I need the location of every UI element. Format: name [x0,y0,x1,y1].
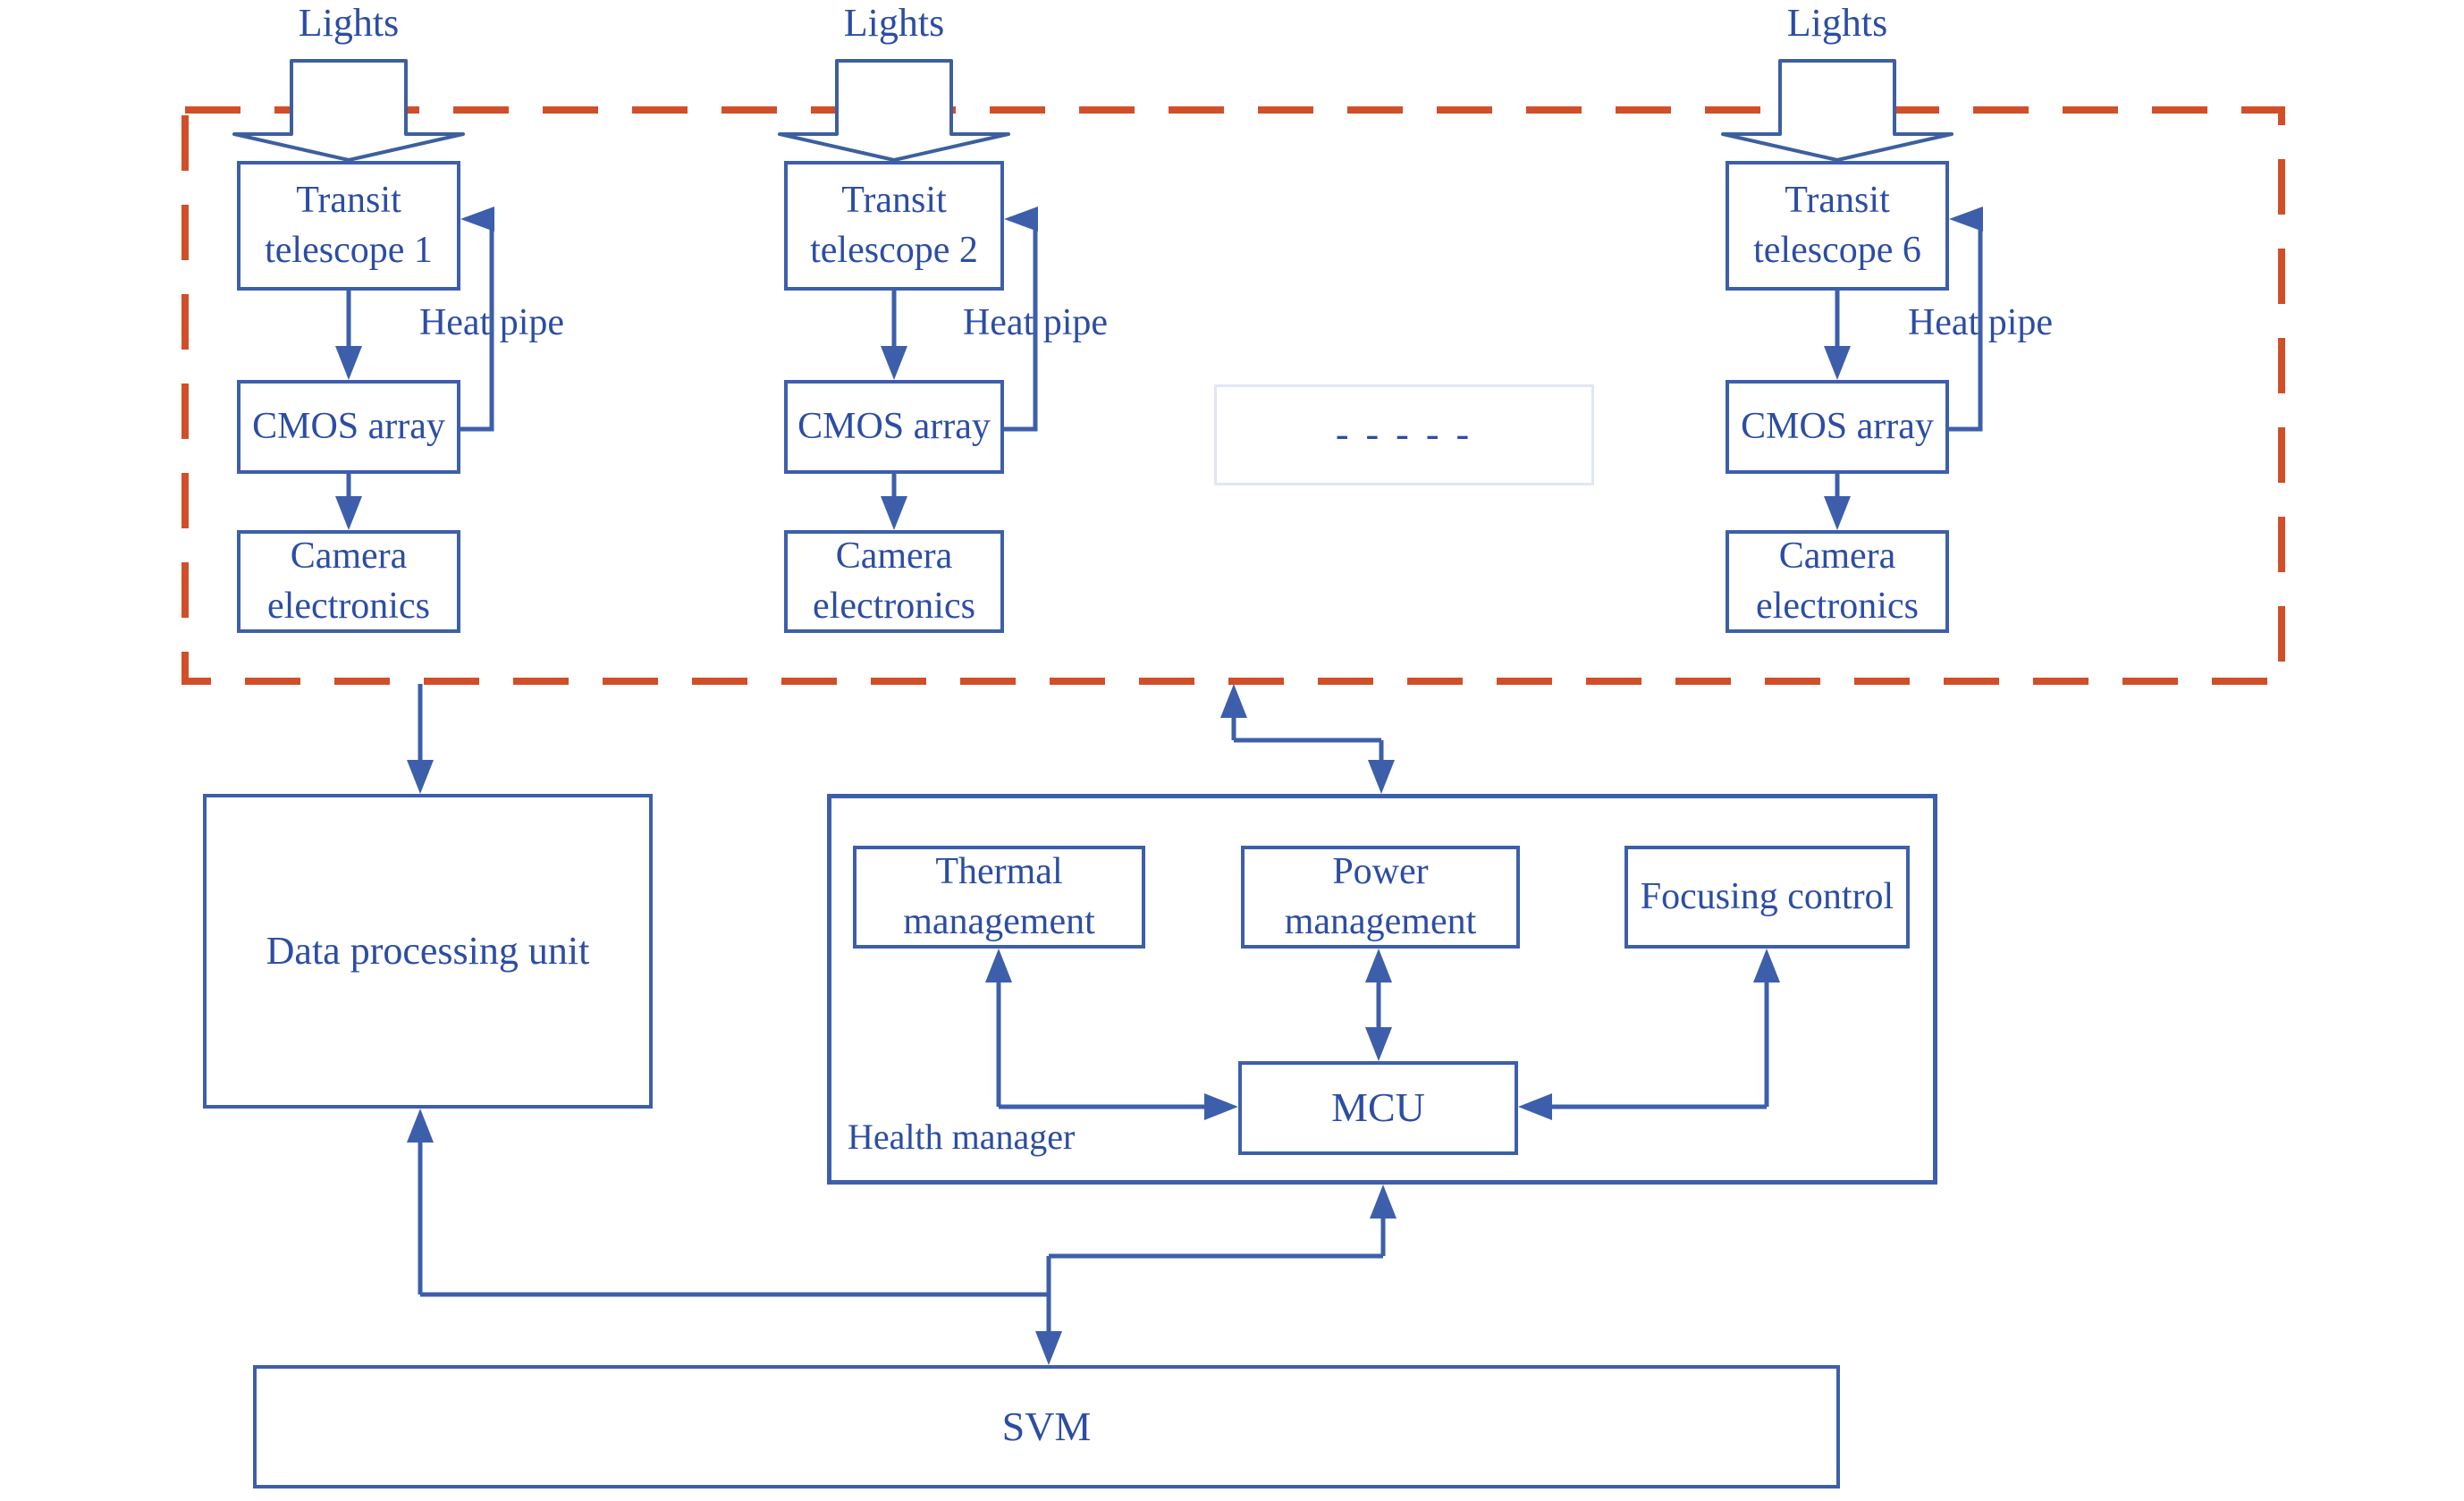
data-processing-unit-box: Data processing unit [203,794,653,1109]
arrowhead-heatpipe3 [1949,207,1983,232]
heat-pipe-label-2: Heat pipe [962,302,1109,343]
lights-arrow-icon-2 [778,59,1010,162]
mcu-box: MCU [1238,1061,1518,1155]
power-management-box: Power management [1241,846,1520,949]
transit-telescope-1-box: Transit telescope 1 [237,161,460,291]
arrowhead-camera1 [335,496,362,530]
arrowhead-camera3 [1824,496,1851,530]
arrowhead-dpu-bottom [407,1109,434,1143]
cmos-array-box-3: CMOS array [1726,380,1949,474]
arrowhead-cmos3 [1824,346,1851,380]
arrowhead-heatpipe2 [1004,207,1038,232]
lights-arrow-icon-3 [1721,59,1953,162]
lights-arrow-icon-1 [232,59,465,162]
svm-box: SVM [253,1365,1840,1488]
focusing-control-box: Focusing control [1624,846,1910,949]
arrowhead-heatpipe1 [460,207,494,232]
arrowhead-cmos1 [335,346,362,380]
transit-telescope-6-box: Transit telescope 6 [1726,161,1949,291]
arrowhead-healthmanager-top [1368,760,1395,794]
enclosure-health-manager-link [1231,715,1384,762]
arrowhead-dpu-top [407,760,434,794]
transit-telescope-2-box: Transit telescope 2 [784,161,1004,291]
camera-electronics-box-2: Camera electronics [784,530,1004,633]
cmos-array-box-2: CMOS array [784,380,1004,474]
heat-pipe-label-1: Heat pipe [418,302,565,343]
camera-electronics-box-1: Camera electronics [237,530,460,633]
lights-label-3: Lights [1786,1,1888,45]
arrowhead-cmos2 [881,346,907,380]
ellipsis-box: - - - - - [1214,384,1594,485]
arrowhead-healthmanager-bottom [1370,1185,1397,1219]
heat-pipe-label-3: Heat pipe [1907,302,2054,343]
arrowhead-camera2 [881,496,907,530]
cmos-array-box-1: CMOS array [237,380,460,474]
camera-electronics-box-3: Camera electronics [1726,530,1949,633]
arrowhead-enclosure-up [1220,684,1247,718]
thermal-management-box: Thermal management [853,846,1145,949]
lights-label-1: Lights [298,1,400,45]
lights-label-2: Lights [843,1,945,45]
arrowhead-svm-top [1035,1331,1062,1365]
health-manager-label: Health manager [848,1117,1076,1157]
